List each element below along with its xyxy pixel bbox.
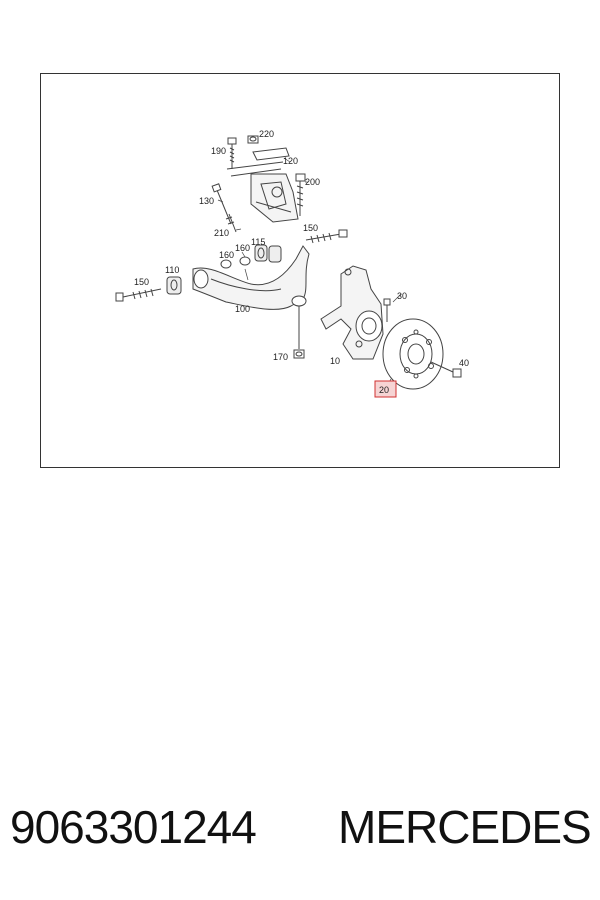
bolt-30 bbox=[383, 298, 391, 322]
control-arm-100 bbox=[192, 245, 310, 310]
label-30[interactable]: 30 bbox=[397, 291, 407, 301]
nut-170 bbox=[293, 349, 305, 359]
label-160[interactable]: 160 bbox=[235, 243, 250, 253]
bolt-190 bbox=[227, 137, 237, 169]
nut-160b bbox=[239, 256, 251, 266]
label-210[interactable]: 210 bbox=[214, 228, 229, 238]
subframe-mount bbox=[250, 173, 299, 223]
bolt-150-upper bbox=[305, 229, 348, 244]
label-20[interactable]: 20 bbox=[379, 385, 389, 395]
bracket-120 bbox=[226, 147, 290, 177]
label-200[interactable]: 200 bbox=[305, 177, 320, 187]
bolt-150-lower bbox=[115, 288, 162, 302]
nut-220 bbox=[247, 135, 259, 144]
label-110[interactable]: 110 bbox=[165, 265, 179, 275]
bolt-200 bbox=[295, 173, 306, 216]
bushing-115 bbox=[254, 244, 282, 263]
label-150-lower[interactable]: 150 bbox=[134, 277, 149, 287]
label-130[interactable]: 130 bbox=[199, 196, 214, 206]
bushing-110 bbox=[166, 276, 182, 295]
parts-diagram-frame: 220 190 120 200 130 210 150 160 115 160 … bbox=[40, 73, 560, 468]
bolt-210 bbox=[225, 213, 237, 233]
label-220[interactable]: 220 bbox=[259, 129, 274, 139]
callout-labels: 220 190 120 200 130 210 150 160 115 160 … bbox=[134, 129, 469, 395]
label-120[interactable]: 120 bbox=[283, 156, 298, 166]
label-190[interactable]: 190 bbox=[211, 146, 226, 156]
part-number: 9063301244 bbox=[10, 801, 257, 853]
steering-knuckle-10 bbox=[320, 265, 384, 360]
bolt-40 bbox=[430, 361, 462, 378]
suspension-diagram: 220 190 120 200 130 210 150 160 115 160 … bbox=[115, 129, 469, 398]
label-160b[interactable]: 160 bbox=[219, 250, 234, 260]
label-170[interactable]: 170 bbox=[273, 352, 288, 362]
label-10[interactable]: 10 bbox=[330, 356, 340, 366]
highlight-box-20[interactable] bbox=[374, 380, 397, 398]
label-100[interactable]: 100 bbox=[235, 304, 250, 314]
brand-name: MERCEDES bbox=[338, 801, 592, 853]
ball-joint bbox=[291, 295, 307, 349]
nut-160 bbox=[220, 259, 232, 269]
product-footer: 9063301244 MERCEDES bbox=[0, 800, 600, 870]
label-115[interactable]: 115 bbox=[251, 237, 265, 247]
label-40[interactable]: 40 bbox=[459, 358, 469, 368]
label-150-upper[interactable]: 150 bbox=[303, 223, 318, 233]
hub-20 bbox=[382, 318, 444, 390]
